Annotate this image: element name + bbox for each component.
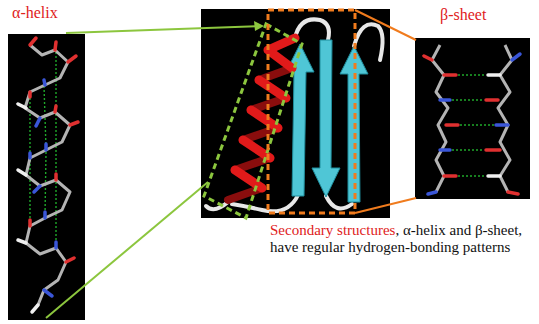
caption-heading: Secondary structures — [270, 222, 395, 238]
sheet-highlight — [268, 10, 355, 213]
atoms — [28, 92, 32, 97]
helix-highlight — [46, 21, 302, 318]
atoms — [28, 220, 32, 226]
atoms — [68, 56, 76, 62]
backbone — [432, 45, 448, 192]
caption-block: Secondary structures, α-helix and β-shee… — [270, 222, 536, 256]
helix-highlight — [204, 24, 302, 218]
atoms — [424, 54, 520, 194]
atoms — [486, 148, 500, 152]
hydrogen-bonds — [452, 149, 484, 150]
sheet-stick-model — [415, 38, 530, 199]
helix-highlight — [46, 182, 208, 318]
atoms — [28, 153, 32, 158]
atoms — [440, 148, 450, 152]
backbone — [498, 45, 512, 192]
coil — [295, 19, 329, 40]
hydrogen-bonds — [29, 94, 30, 156]
atoms — [70, 122, 78, 125]
hydrogen-bonds — [458, 74, 486, 75]
helix-highlight — [66, 26, 262, 33]
atoms — [18, 38, 78, 312]
atoms — [488, 73, 500, 77]
atoms — [424, 56, 432, 60]
coil — [206, 202, 228, 209]
structure-label: β-sheet — [440, 6, 486, 24]
atoms — [30, 38, 36, 45]
hydrogen-bonds — [29, 160, 30, 224]
atoms — [55, 106, 56, 112]
atoms — [512, 54, 520, 60]
panel-ground — [415, 38, 530, 199]
atoms — [43, 212, 47, 218]
sheet-highlight — [268, 10, 416, 213]
panel-ground — [8, 34, 85, 320]
structure-label: α-helix — [12, 4, 58, 22]
atoms — [444, 73, 456, 77]
atoms — [18, 104, 26, 108]
alpha-helix-ribbon — [228, 38, 295, 200]
atoms — [44, 144, 48, 150]
atoms — [54, 242, 58, 248]
panel-ground — [201, 9, 390, 218]
atoms — [508, 192, 518, 194]
atoms — [44, 80, 45, 85]
atoms — [440, 98, 450, 102]
hydrogen-bonds — [458, 175, 486, 176]
atoms — [32, 305, 38, 312]
atoms — [54, 174, 58, 180]
sheet-highlight — [355, 10, 416, 40]
atoms — [446, 123, 458, 127]
atoms — [44, 290, 52, 296]
atoms — [34, 186, 40, 192]
atoms — [488, 174, 500, 178]
beta-strands — [312, 40, 340, 197]
ribbon-model — [201, 9, 390, 218]
atoms — [486, 98, 498, 102]
helix-stick-model — [8, 34, 85, 320]
atoms — [496, 123, 508, 127]
backbone — [25, 45, 70, 305]
helix-highlight — [254, 21, 264, 31]
backbone — [432, 45, 512, 192]
alpha-helix-ribbon — [235, 38, 295, 188]
atoms — [55, 42, 56, 50]
atoms — [444, 174, 456, 178]
atoms — [428, 192, 436, 194]
sheet-highlight — [355, 198, 416, 213]
atoms — [66, 258, 74, 262]
atoms — [18, 240, 26, 243]
atoms — [18, 170, 26, 175]
hydrogen-bonds — [460, 124, 494, 125]
atoms — [36, 118, 40, 126]
alpha-helix-ribbon — [228, 68, 292, 200]
hydrogen-bonds — [452, 99, 484, 100]
